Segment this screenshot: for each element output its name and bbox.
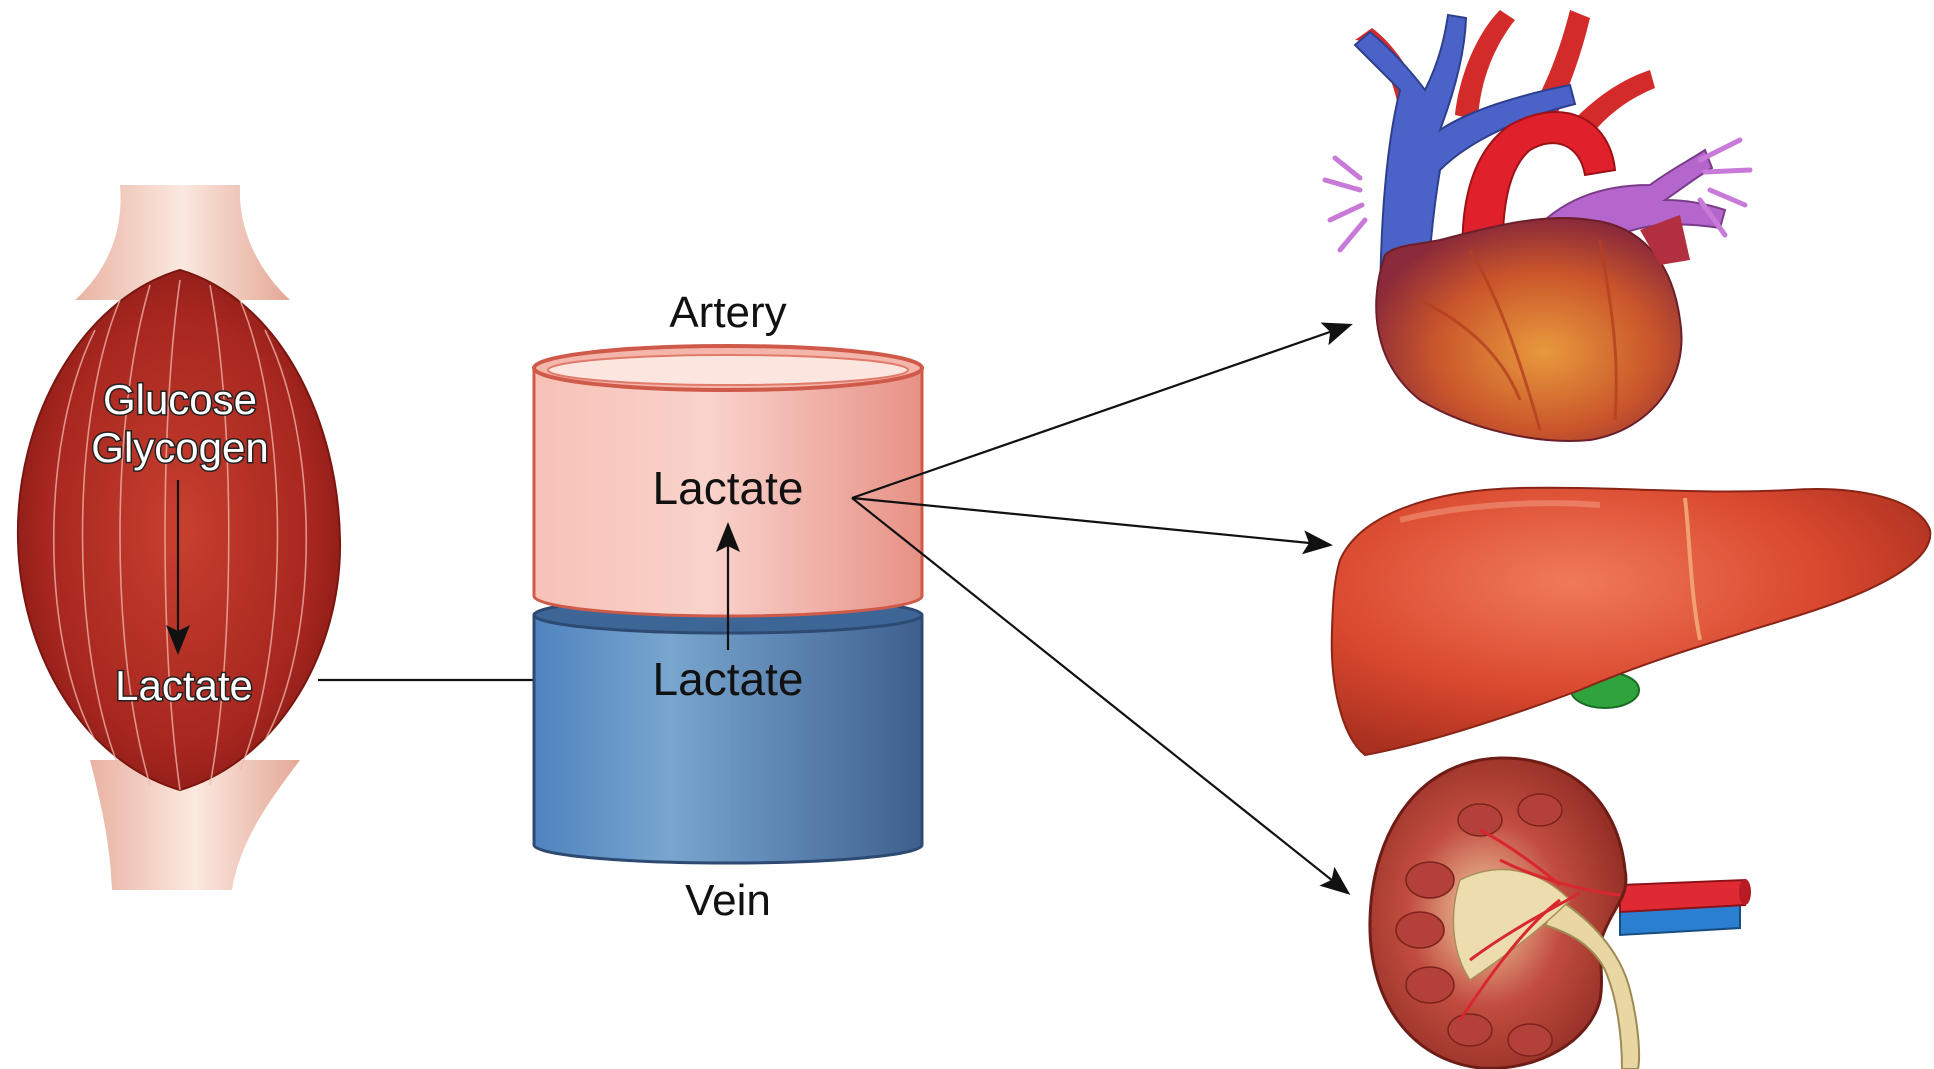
artery-to-heart-arrow bbox=[852, 325, 1350, 498]
kidney-illustration bbox=[1370, 758, 1751, 1069]
vein-lactate-label: Lactate bbox=[653, 653, 804, 705]
vein-label: Vein bbox=[685, 876, 771, 925]
muscle-lactate-label: Lactate bbox=[115, 662, 253, 709]
blood-vessel: Artery Lactate Lactate Vein bbox=[534, 288, 922, 925]
artery-lactate-label: Lactate bbox=[653, 462, 804, 514]
artery-label: Artery bbox=[669, 288, 786, 337]
artery-to-liver-arrow bbox=[852, 498, 1330, 545]
liver-body bbox=[1332, 488, 1931, 755]
liver-illustration bbox=[1332, 488, 1931, 755]
glycogen-label: Glycogen bbox=[91, 424, 268, 471]
artery-to-kidney-arrow bbox=[852, 498, 1348, 893]
heart-illustration bbox=[1325, 10, 1750, 441]
glucose-label: Glucose bbox=[103, 376, 257, 423]
muscle-illustration: Glucose Glycogen Lactate bbox=[18, 185, 340, 890]
heart-body bbox=[1376, 218, 1681, 441]
